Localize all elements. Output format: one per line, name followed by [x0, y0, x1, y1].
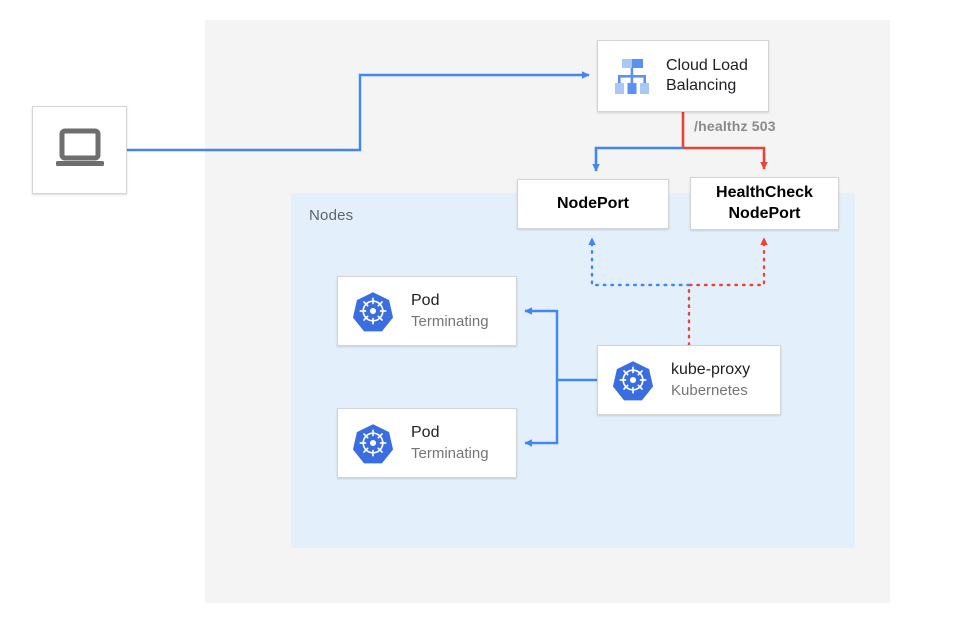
healthcheck-nodeport-label-line1: HealthCheck [716, 183, 813, 201]
cloud-load-balancing-icon [615, 59, 649, 94]
healthcheck-nodeport-node[interactable]: HealthCheck NodePort [690, 177, 839, 230]
cloud-load-balancing-node[interactable]: Cloud Load Balancing [597, 40, 769, 112]
kubernetes-icon [352, 292, 394, 332]
kube-proxy-labels: kube-proxy Kubernetes [671, 360, 750, 400]
pod-node-2-labels: Pod Terminating [411, 423, 489, 463]
kube-proxy-node[interactable]: kube-proxy Kubernetes [597, 345, 781, 415]
pod-node-1-title: Pod [411, 292, 440, 310]
pod-node-2-status: Terminating [411, 444, 489, 462]
laptop-icon [55, 128, 104, 166]
pod-node-1-labels: Pod Terminating [411, 291, 489, 331]
healthz-status-label: /healthz 503 [694, 118, 776, 134]
nodeport-label: NodePort [557, 194, 629, 212]
pod-node-1[interactable]: Pod Terminating [337, 276, 517, 346]
pod-node-1-status: Terminating [411, 312, 489, 330]
nodes-panel-label: Nodes [309, 207, 354, 224]
healthcheck-nodeport-label-line2: NodePort [728, 204, 801, 222]
kube-proxy-title: kube-proxy [671, 361, 751, 379]
kubernetes-icon [352, 424, 394, 464]
pod-node-2-title: Pod [411, 424, 440, 442]
healthcheck-nodeport-labels: HealthCheck NodePort [691, 183, 838, 225]
client-node[interactable] [32, 106, 127, 194]
cloud-load-balancing-title-line2: Balancing [666, 77, 737, 94]
cloud-load-balancing-title-line1: Cloud Load [666, 56, 748, 74]
cloud-load-balancing-labels: Cloud Load Balancing [666, 56, 748, 97]
kube-proxy-subtitle: Kubernetes [671, 381, 748, 399]
pod-node-2[interactable]: Pod Terminating [337, 408, 517, 478]
kubernetes-icon [612, 361, 654, 401]
nodeport-node[interactable]: NodePort [517, 179, 669, 229]
